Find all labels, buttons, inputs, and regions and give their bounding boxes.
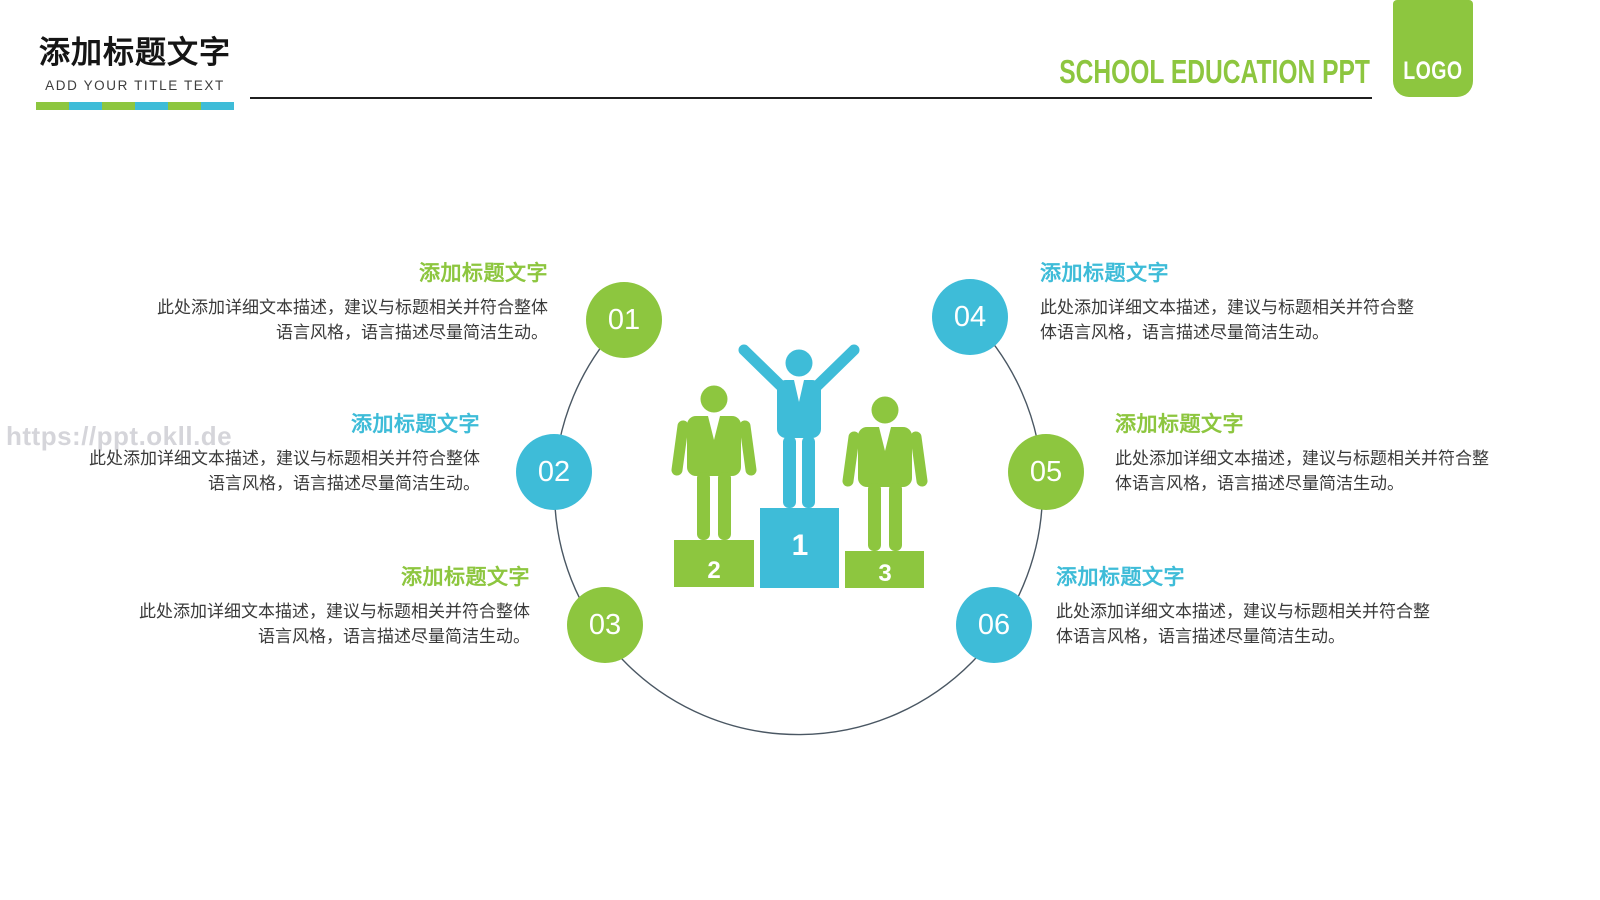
logo-badge: LOGO <box>1393 0 1473 97</box>
step-number-badge-04: 04 <box>932 279 1008 355</box>
step-title: 添加标题文字 <box>1040 262 1169 285</box>
step-body: 此处添加详细文本描述，建议与标题相关并符合整体 语言风格，语言描述尽量简洁生动。 <box>78 296 548 345</box>
step-body-line: 体语言风格，语言描述尽量简洁生动。 <box>1115 473 1404 493</box>
step-body-line: 此处添加详细文本描述，建议与标题相关并符合整 <box>1040 298 1414 317</box>
step-body-line: 语言风格，语言描述尽量简洁生动。 <box>208 473 480 493</box>
step-item-01: 添加标题文字 此处添加详细文本描述，建议与标题相关并符合整体 语言风格，语言描述… <box>78 257 548 345</box>
step-title: 添加标题文字 <box>1115 413 1244 436</box>
step-title: 添加标题文字 <box>401 566 530 589</box>
step-body: 此处添加详细文本描述，建议与标题相关并符合整 体语言风格，语言描述尽量简洁生动。 <box>1056 600 1506 649</box>
step-body-line: 此处添加详细文本描述，建议与标题相关并符合整 <box>1056 602 1430 621</box>
step-item-04: 添加标题文字 此处添加详细文本描述，建议与标题相关并符合整 体语言风格，语言描述… <box>1040 257 1490 345</box>
step-body: 此处添加详细文本描述，建议与标题相关并符合整体 语言风格，语言描述尽量简洁生动。 <box>60 600 530 649</box>
podium-block-1st <box>760 508 839 588</box>
step-title: 添加标题文字 <box>351 413 480 436</box>
step-item-02: 添加标题文字 此处添加详细文本描述，建议与标题相关并符合整体 语言风格，语言描述… <box>10 408 480 496</box>
podium-diagram: 2 1 3 <box>553 316 1044 736</box>
brand-text: SCHOOL EDUCATION PPT <box>1059 53 1370 91</box>
step-item-05: 添加标题文字 此处添加详细文本描述，建议与标题相关并符合整 体语言风格，语言描述… <box>1115 408 1565 496</box>
step-body-line: 体语言风格，语言描述尽量简洁生动。 <box>1040 322 1329 342</box>
bar-segment <box>168 102 201 111</box>
podium-block-3rd <box>845 551 924 588</box>
bar-segment <box>135 102 168 111</box>
step-body-line: 语言风格，语言描述尽量简洁生动。 <box>258 626 530 646</box>
step-title: 添加标题文字 <box>1056 566 1185 589</box>
step-body-line: 体语言风格，语言描述尽量简洁生动。 <box>1056 626 1345 646</box>
step-number-badge-01: 01 <box>586 282 662 358</box>
step-body-line: 此处添加详细文本描述，建议与标题相关并符合整体 <box>139 602 530 621</box>
person-figure-3rd-place-icon <box>842 396 928 551</box>
watermark-url: https://ppt.okll.de <box>6 421 233 451</box>
step-body-line: 此处添加详细文本描述，建议与标题相关并符合整体 <box>157 298 548 317</box>
step-body-line: 此处添加详细文本描述，建议与标题相关并符合整体 <box>89 449 480 468</box>
step-number-badge-06: 06 <box>956 587 1032 663</box>
step-item-06: 添加标题文字 此处添加详细文本描述，建议与标题相关并符合整 体语言风格，语言描述… <box>1056 561 1506 649</box>
step-number-badge-03: 03 <box>567 587 643 663</box>
person-figure-1st-place-icon <box>738 344 860 508</box>
header-divider-line <box>250 97 1372 99</box>
bar-segment <box>69 102 102 111</box>
step-body-line: 此处添加详细文本描述，建议与标题相关并符合整 <box>1115 449 1489 468</box>
header-title-block: 添加标题文字 ADD YOUR TITLE TEXT <box>36 34 234 111</box>
title-underline-bar <box>36 102 234 111</box>
step-body: 此处添加详细文本描述，建议与标题相关并符合整体 语言风格，语言描述尽量简洁生动。 <box>10 447 480 496</box>
step-body: 此处添加详细文本描述，建议与标题相关并符合整 体语言风格，语言描述尽量简洁生动。 <box>1040 296 1490 345</box>
bar-segment <box>102 102 135 111</box>
step-title: 添加标题文字 <box>419 262 548 285</box>
podium-block-2nd <box>674 540 754 587</box>
podium-rank-label: 3 <box>878 560 891 587</box>
podium-rank-label: 1 <box>792 529 809 562</box>
podium-rank-label: 2 <box>707 557 720 584</box>
person-figure-2nd-place-icon <box>671 385 757 540</box>
step-body: 此处添加详细文本描述，建议与标题相关并符合整 体语言风格，语言描述尽量简洁生动。 <box>1115 447 1565 496</box>
step-item-03: 添加标题文字 此处添加详细文本描述，建议与标题相关并符合整体 语言风格，语言描述… <box>60 561 530 649</box>
bar-segment <box>201 102 234 111</box>
step-number-badge-02: 02 <box>516 434 592 510</box>
step-body-line: 语言风格，语言描述尽量简洁生动。 <box>276 322 548 342</box>
step-number-badge-05: 05 <box>1008 434 1084 510</box>
page-title: 添加标题文字 <box>39 35 231 70</box>
logo-text: LOGO <box>1403 55 1463 85</box>
bar-segment <box>36 102 69 111</box>
page-subtitle: ADD YOUR TITLE TEXT <box>45 78 225 94</box>
